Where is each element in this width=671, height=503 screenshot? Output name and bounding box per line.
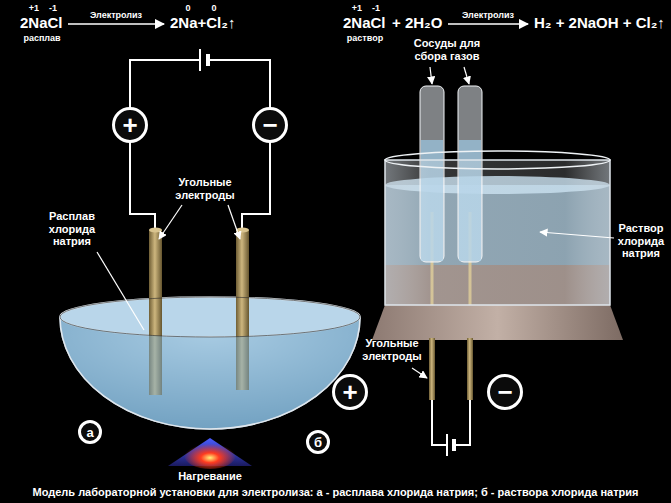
node-text: − (497, 379, 512, 405)
beaker-stand (372, 305, 623, 340)
arrow-label: Электролиз (462, 10, 514, 20)
figure-caption: Модель лабораторной установки для электр… (32, 486, 638, 499)
carbon-electrode (429, 338, 435, 400)
beaker-rim (385, 151, 610, 169)
leader-line (540, 232, 614, 238)
melt-front (60, 317, 360, 429)
part-label: Угольные электроды (172, 176, 238, 201)
wire (432, 400, 446, 445)
bowl-rim (60, 317, 360, 429)
oxidation-state: +1 (352, 3, 362, 13)
part-label: Угольные электроды (359, 337, 425, 362)
reaction-arrow (68, 23, 164, 25)
oxidation-state: -1 (49, 3, 57, 13)
node-text: − (262, 112, 277, 138)
oxidation-state: -1 (372, 3, 380, 13)
part-label: Расплав хлорида натрия (44, 210, 100, 248)
part-label: Нагревание (178, 470, 242, 483)
arrow-label: Электролиз (90, 10, 142, 20)
wire (242, 142, 270, 230)
battery-symbol (452, 439, 456, 451)
oxidation-state: +1 (29, 3, 39, 13)
oxidation-state: 0 (211, 3, 216, 13)
node-text: а (86, 426, 93, 439)
formula: H₂ + 2NaOH + Cl₂↑ (534, 14, 665, 31)
carbon-electrode (467, 338, 473, 400)
part-label: Сосуды для сбора газов (410, 37, 484, 62)
heating-flame (184, 441, 236, 469)
wire (130, 60, 199, 108)
oxidation-state: 0 (185, 3, 190, 13)
leader-line (228, 205, 240, 239)
positive-terminal: + (332, 374, 368, 410)
leader-line (464, 67, 469, 84)
wire (455, 400, 470, 445)
node-text: + (342, 379, 357, 405)
node-text: б (314, 436, 322, 449)
negative-terminal: − (487, 374, 523, 410)
leader-line (430, 67, 432, 84)
part-label: Раствор хлорида натрия (616, 222, 666, 260)
state-note: раствор (347, 33, 383, 43)
state-note: расплав (23, 33, 60, 43)
bowl-rim (60, 297, 360, 337)
node-text: + (122, 112, 137, 138)
battery-symbol (199, 49, 201, 71)
beaker-glass (385, 160, 610, 305)
carbon-electrode (149, 228, 162, 233)
positive-terminal: + (112, 107, 148, 143)
battery-symbol (206, 54, 210, 66)
formula: 2NaCl (20, 14, 63, 31)
melt-surface (60, 297, 360, 337)
reaction-arrow (448, 23, 528, 25)
formula: 2NaCl (343, 14, 386, 31)
leader-line (97, 252, 144, 330)
panel-letter: а (78, 420, 102, 444)
wire (130, 142, 155, 230)
leader-line (159, 205, 182, 239)
wire (210, 60, 270, 108)
battery-symbol (446, 434, 448, 456)
leader-line (412, 368, 427, 378)
formula: 2Na+Cl₂↑ (170, 14, 235, 31)
negative-terminal: − (252, 107, 288, 143)
formula: + 2H₂O (392, 14, 442, 31)
panel-letter: б (306, 430, 330, 454)
